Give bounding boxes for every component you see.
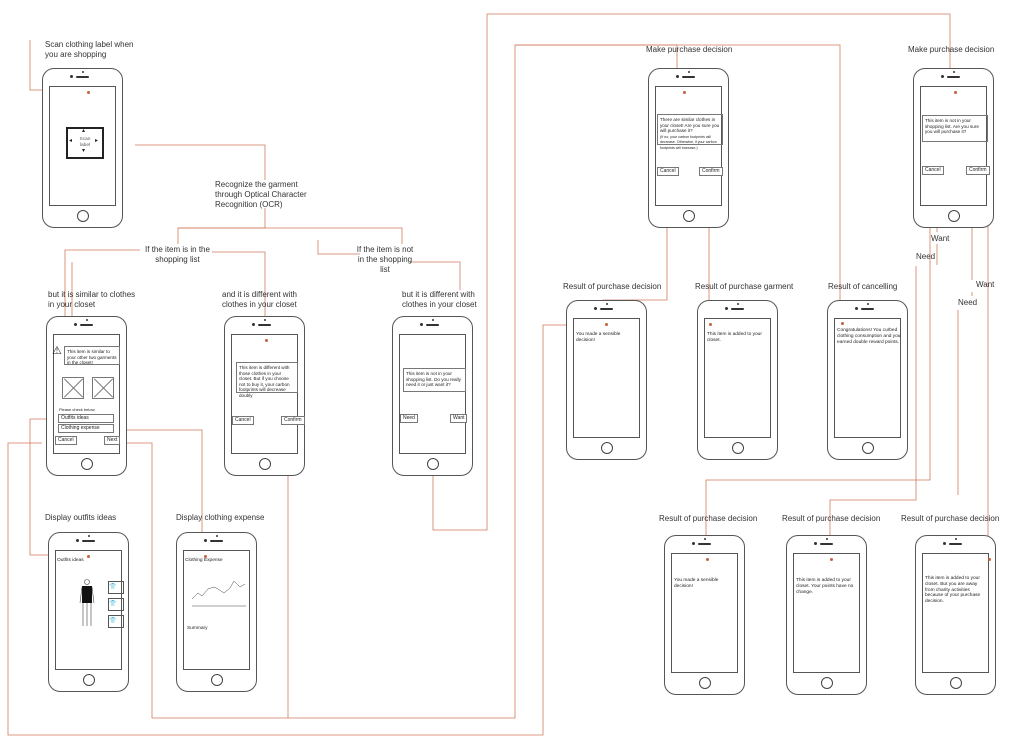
phone-expense: Clothing Expense Summary <box>176 532 257 692</box>
want-button[interactable]: Want <box>450 414 468 423</box>
arrow-left-icon: ◂ <box>69 138 73 144</box>
label-similar: but it is similar to clothes in your clo… <box>48 290 136 309</box>
mannequin-icon <box>79 579 95 626</box>
similar-message: This item is similar to your other two g… <box>64 346 120 365</box>
label-res4: Result of purchase decision <box>659 514 758 523</box>
home-button <box>77 210 89 222</box>
phone-scan: Scan label ▴ ▾ ◂ ▸ <box>42 68 123 228</box>
cancel-button[interactable]: Cancel <box>657 167 679 176</box>
arrow-down-icon: ▾ <box>82 148 86 154</box>
phone-make-decision-1: There are similar clothes in your closet… <box>648 68 729 228</box>
label-res2: Result of purchase garment <box>695 282 794 291</box>
label-different2: but it is different with clothes in your… <box>402 290 477 309</box>
phone-result-5: This item is added to your closet. Your … <box>786 535 867 695</box>
cancel-button[interactable]: Cancel <box>55 436 77 445</box>
label-res5: Result of purchase decision <box>782 514 881 523</box>
expense-line-chart <box>191 580 246 607</box>
phone-result-1: You made a sensible decision! <box>566 300 647 460</box>
label-not-in-list: If the item is not in the shopping list <box>356 245 414 274</box>
label-want2: Want <box>976 280 995 289</box>
label-res6: Result of purchase decision <box>901 514 1000 523</box>
confirm-button[interactable]: Confirm <box>699 167 723 176</box>
outfit-option-icon[interactable]: 👕 <box>108 615 124 628</box>
label-want1: Want <box>931 234 950 243</box>
label-make1: Make purchase decision <box>646 45 733 54</box>
garment-image-placeholder <box>62 377 84 399</box>
phone-outfits: Outfits ideas 👕 👕 👕 <box>48 532 129 692</box>
label-scan: Scan clothing label when you are shoppin… <box>45 40 134 59</box>
scan-frame[interactable]: Scan label ▴ ▾ ◂ ▸ <box>66 127 104 159</box>
phone-similar: ⚠ This item is similar to your other two… <box>46 316 127 476</box>
arrow-right-icon: ▸ <box>95 138 99 144</box>
label-need2: Need <box>958 298 978 307</box>
garment-image-placeholder <box>92 377 114 399</box>
phone-make-decision-2: This item is not in your shopping list. … <box>913 68 994 228</box>
phone-result-4: You made a sensible decision! <box>664 535 745 695</box>
warning-icon: ⚠ <box>52 345 62 357</box>
phone-result-3: Congratulations! You curbed clothing con… <box>827 300 908 460</box>
next-button[interactable]: Next <box>104 436 121 445</box>
confirm-button[interactable]: Confirm <box>966 166 990 175</box>
cancel-button[interactable]: Cancel <box>232 416 254 425</box>
label-outfits: Display outfits ideas <box>45 513 117 522</box>
arrow-up-icon: ▴ <box>82 128 86 134</box>
label-res3: Result of cancelling <box>828 282 898 291</box>
confirm-button[interactable]: Confirm <box>281 416 305 425</box>
label-different: and it is different with clothes in your… <box>222 290 298 309</box>
phone-result-6: This item is added to your closet. But y… <box>915 535 996 695</box>
outfit-option-icon[interactable]: 👕 <box>108 598 124 611</box>
label-res1: Result of purchase decision <box>563 282 662 291</box>
phone-not-in-list: This item is not in your shopping list. … <box>392 316 473 476</box>
clothing-expense-button[interactable]: Clothing expense <box>58 424 114 433</box>
label-expense: Display clothing expense <box>176 513 265 522</box>
need-button[interactable]: Need <box>400 414 418 423</box>
outfits-ideas-button[interactable]: Outfits ideas <box>58 414 114 423</box>
phone-different: This item is different with those clothe… <box>224 316 305 476</box>
label-make2: Make purchase decision <box>908 45 995 54</box>
phone-result-2: This item is added to your closet. <box>697 300 778 460</box>
outfit-option-icon[interactable]: 👕 <box>108 581 124 594</box>
cancel-button[interactable]: Cancel <box>922 166 944 175</box>
label-need1: Need <box>916 252 936 261</box>
label-in-list: If the item is in the shopping list <box>145 245 210 264</box>
label-ocr: Recognize the garment through Optical Ch… <box>215 180 307 209</box>
